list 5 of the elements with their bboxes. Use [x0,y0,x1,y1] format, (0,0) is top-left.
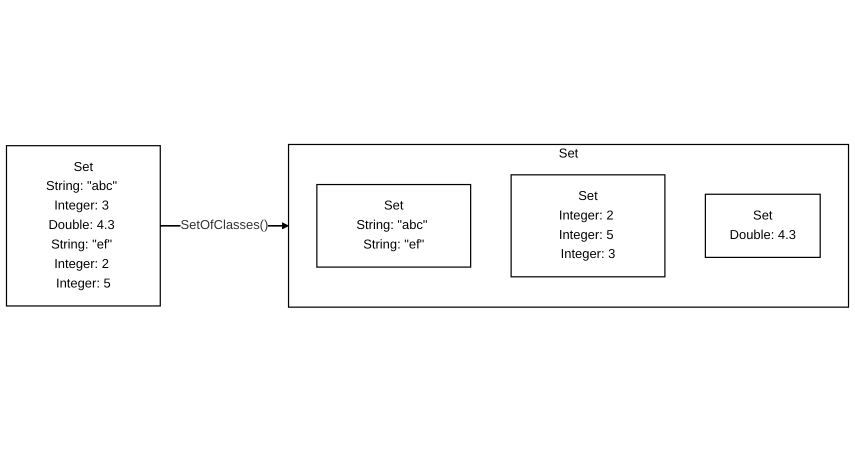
node-box: Set String: "abc" String: "ef" [316,184,472,268]
node-box: Set String: "abc" Integer: 3 Double: 4.3 String: "ef" Integer: 2 Integer: 5 [6,145,161,307]
edge-label: SetOfClasses() [180,218,268,232]
node-box: Set Integer: 2 Integer: 5 Integer: 3 [510,174,666,278]
node-box: Set Double: 4.3 [704,194,821,258]
